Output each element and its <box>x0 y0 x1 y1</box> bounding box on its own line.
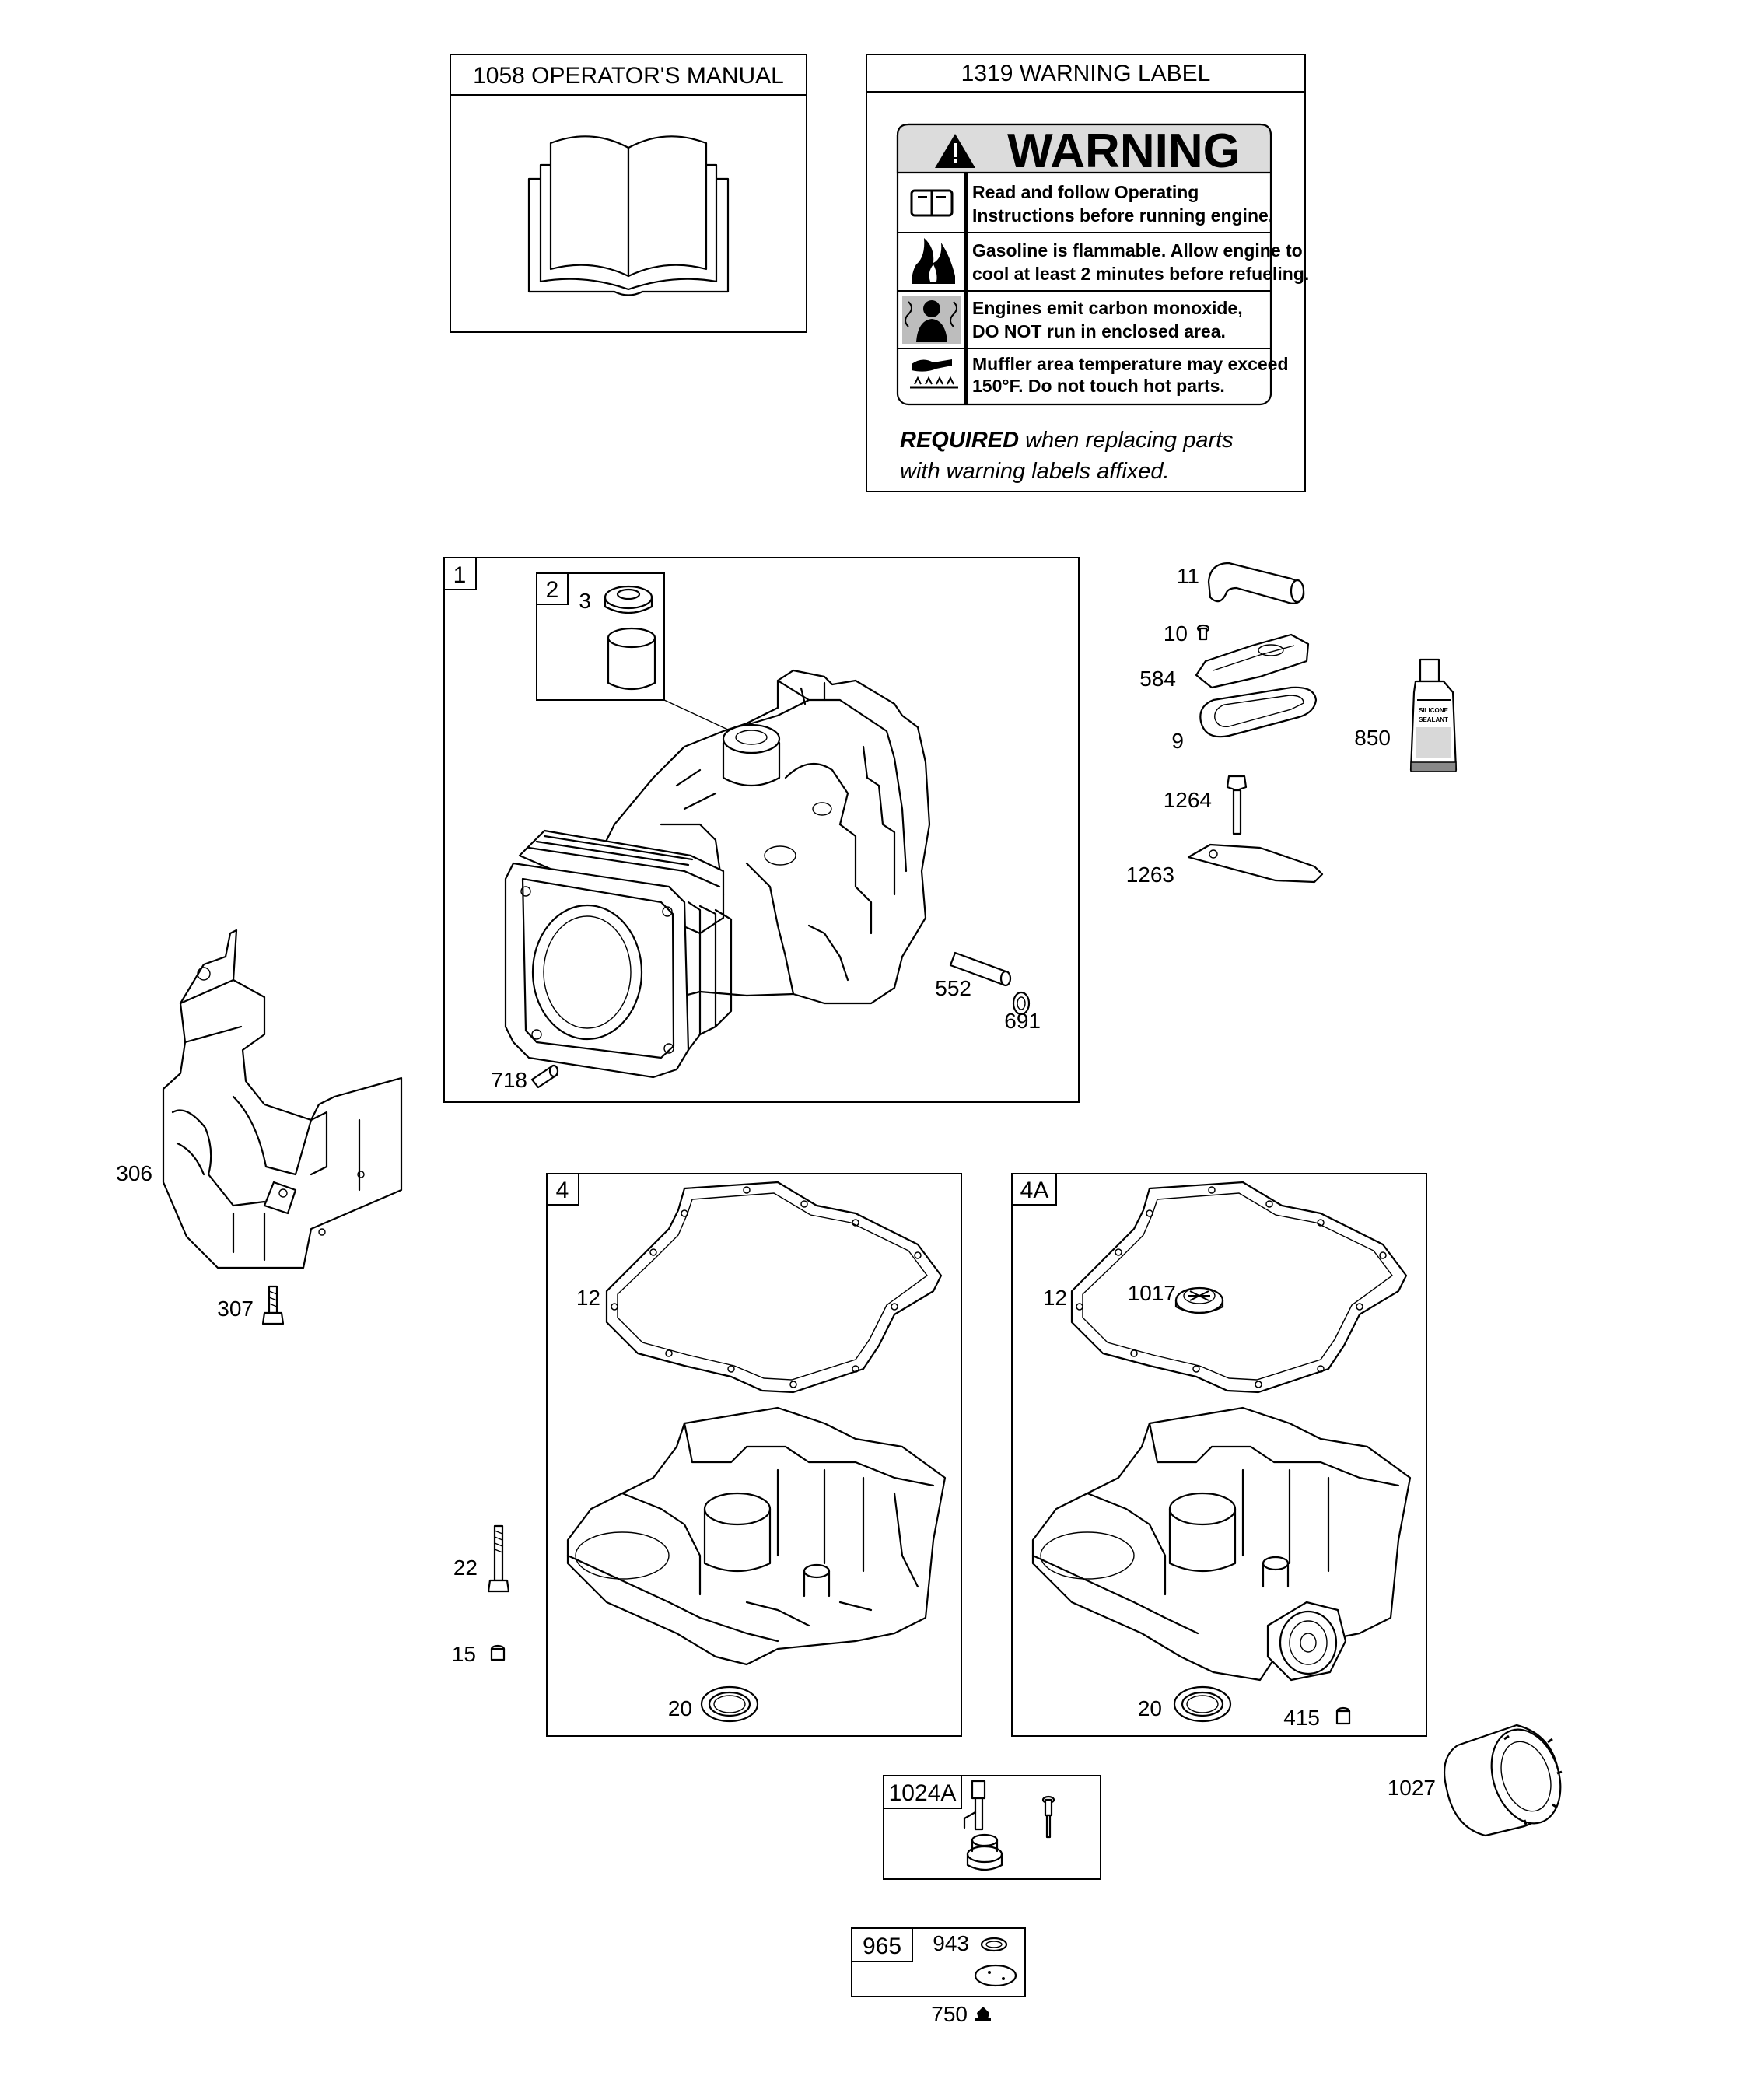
kit-reference-icon <box>975 2007 991 2021</box>
o-ring-part <box>980 1937 1008 1952</box>
pump-pin-part <box>1041 1795 1055 1839</box>
plate-part <box>1187 843 1324 884</box>
part-label-306: 306 <box>116 1161 152 1185</box>
warning-box-title: 1319 WARNING LABEL <box>961 61 1211 86</box>
fumes-icon <box>902 296 961 344</box>
warning-row-3-line-1: Engines emit carbon monoxide, <box>972 298 1243 318</box>
sump-cover-part <box>566 1406 947 1666</box>
book-icon <box>910 189 954 217</box>
open-book-icon <box>527 135 730 296</box>
warning-row-3-line-2: DO NOT run in enclosed area. <box>972 321 1226 341</box>
part-label-552: 552 <box>935 976 971 1000</box>
part-label-9: 9 <box>1171 729 1184 753</box>
part-label-584: 584 <box>1139 667 1176 691</box>
part-label-15: 15 <box>452 1642 476 1666</box>
part-label-10: 10 <box>1164 621 1188 646</box>
dipstick-cap-part <box>1174 1286 1224 1314</box>
warning-label-box[interactable]: 1319 WARNING LABEL WARNING <box>866 54 1309 492</box>
part-label-12-left: 12 <box>576 1286 600 1310</box>
part-label-3: 3 <box>579 589 591 613</box>
oil-pump-kit-box[interactable]: 1024A <box>883 1775 1101 1880</box>
part-label-307: 307 <box>217 1297 254 1321</box>
heat-shield-group[interactable]: 306 307 <box>116 929 403 1325</box>
warning-row-2-line-1: Gasoline is flammable. Allow engine to <box>972 240 1303 261</box>
oil-filter-part <box>1444 1724 1563 1837</box>
engine-block-illustration <box>504 669 931 1079</box>
pump-shaft-part <box>963 1780 986 1831</box>
seal-kit-box[interactable]: 965 943 <box>851 1927 1026 1997</box>
part-label-750: 750 <box>931 2002 968 2026</box>
part-label-1263: 1263 <box>1126 863 1174 887</box>
sump-alt-cover-part <box>1031 1406 1412 1682</box>
oil-filter-group[interactable]: 1027 <box>1388 1720 1572 1837</box>
box-label-2: 2 <box>546 577 559 603</box>
part-label-1027: 1027 <box>1388 1776 1436 1800</box>
warning-row-1-line-2: Instructions before running engine. <box>972 205 1273 226</box>
required-note-line-2: with warning labels affixed. <box>900 459 1170 484</box>
breather-parts-group[interactable]: 11 10 584 9 SILICONE SEALANT 850 <box>1126 562 1458 887</box>
sealant-tube-part: SILICONE SEALANT <box>1409 658 1458 772</box>
washer-part <box>1012 991 1031 1016</box>
pin-part <box>949 951 1012 987</box>
breather-gasket-part <box>1199 686 1318 738</box>
crank-seal-part <box>700 1685 759 1723</box>
sump-bolt-part <box>487 1524 510 1593</box>
pump-rotor-part <box>966 1833 1003 1871</box>
part-label-691: 691 <box>1004 1009 1041 1033</box>
cylinder-block-box[interactable]: 1 2 3 <box>443 557 1080 1103</box>
dowel-pin-part <box>530 1064 559 1089</box>
box-label-1024a: 1024A <box>889 1780 957 1806</box>
part-label-20-right: 20 <box>1138 1696 1162 1720</box>
heat-shield-part <box>162 929 403 1269</box>
part-label-415: 415 <box>1283 1706 1320 1730</box>
plug-part <box>490 1644 506 1661</box>
operators-manual-box[interactable]: 1058 OPERATOR'S MANUAL <box>450 54 807 333</box>
part-label-718: 718 <box>491 1068 527 1092</box>
oil-seal-part <box>604 585 653 614</box>
box-label-4: 4 <box>556 1178 569 1203</box>
part-label-1264: 1264 <box>1164 788 1212 812</box>
cylinder-sleeve-part <box>607 627 656 691</box>
part-label-943: 943 <box>933 1931 969 1955</box>
part-label-12-right: 12 <box>1043 1286 1067 1310</box>
part-label-11: 11 <box>1177 564 1199 588</box>
crank-seal-alt-part <box>1173 1685 1232 1723</box>
screw-part <box>1196 624 1210 641</box>
sump-alt-gasket-part <box>1070 1181 1408 1394</box>
part-label-20-left: 20 <box>668 1696 692 1720</box>
warning-row-4-line-2: 150°F. Do not touch hot parts. <box>972 376 1225 396</box>
sump-gasket-part <box>605 1181 943 1394</box>
breather-cover-part <box>1195 633 1310 689</box>
sealant-text-2: SEALANT <box>1419 716 1448 723</box>
warning-triangle-icon <box>935 134 975 168</box>
cover-disc-part <box>974 1964 1017 1987</box>
flame-icon <box>912 238 955 284</box>
sump-box[interactable]: 4 12 <box>546 1173 962 1737</box>
warning-row-1-line-1: Read and follow Operating <box>972 182 1199 202</box>
breather-tube-part <box>1207 562 1305 604</box>
sump-bolt-group[interactable]: 22 15 <box>452 1524 510 1666</box>
box-label-4a: 4A <box>1020 1178 1049 1203</box>
warning-heading: WARNING <box>1007 124 1241 178</box>
manual-box-title: 1058 OPERATOR'S MANUAL <box>473 63 784 89</box>
bolt-part <box>1226 775 1248 835</box>
part-label-22: 22 <box>453 1556 478 1580</box>
sump-alt-box[interactable]: 4A 12 1017 <box>1011 1173 1427 1737</box>
sealant-text-1: SILICONE <box>1419 707 1448 714</box>
warning-row-2-line-2: cool at least 2 minutes before refueling… <box>972 264 1309 284</box>
shoulder-bolt-part <box>261 1285 285 1325</box>
box-label-1: 1 <box>453 562 467 588</box>
warning-row-4-line-1: Muffler area temperature may exceed <box>972 354 1289 374</box>
drain-plug-part <box>1335 1706 1351 1725</box>
part-label-850: 850 <box>1354 726 1391 750</box>
box-label-965: 965 <box>863 1934 901 1959</box>
hot-surface-icon <box>910 359 958 389</box>
warning-decal: WARNING <box>896 123 1309 406</box>
part-label-1017: 1017 <box>1128 1281 1176 1305</box>
